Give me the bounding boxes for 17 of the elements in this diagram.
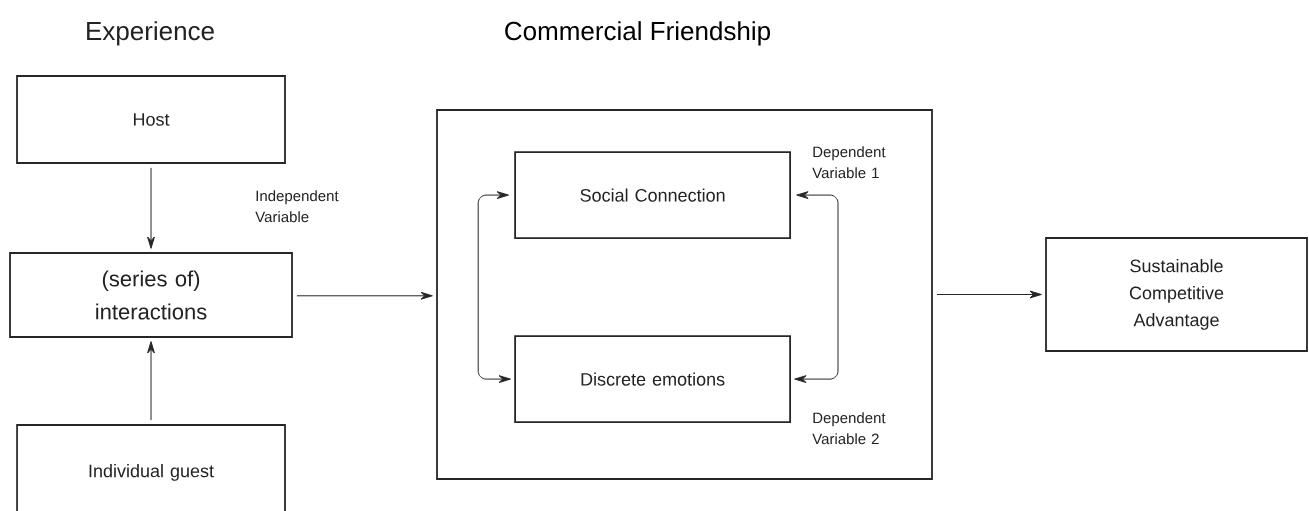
process-box: Social Connection [514, 151, 791, 239]
arrow [477, 191, 511, 383]
arrow [147, 341, 155, 421]
arrow [296, 291, 433, 300]
arrow [147, 167, 155, 249]
arrow [794, 191, 839, 383]
column-heading: Experience [87, 21, 214, 46]
process-box: Sustainable Competitive Advantage [1045, 237, 1308, 352]
process-box: Discrete emotions [514, 335, 791, 423]
variable-label: Dependent Variable 1 [812, 146, 886, 179]
process-box: Individual guest [16, 424, 286, 511]
variable-label: Dependent Variable 2 [812, 412, 886, 445]
edge-label: Independent Variable [255, 190, 339, 223]
process-box: Host [16, 75, 286, 164]
arrow [936, 290, 1042, 299]
node-label: Commercial Friendship [505, 21, 770, 46]
process-box: (series of) interactions [9, 252, 293, 338]
